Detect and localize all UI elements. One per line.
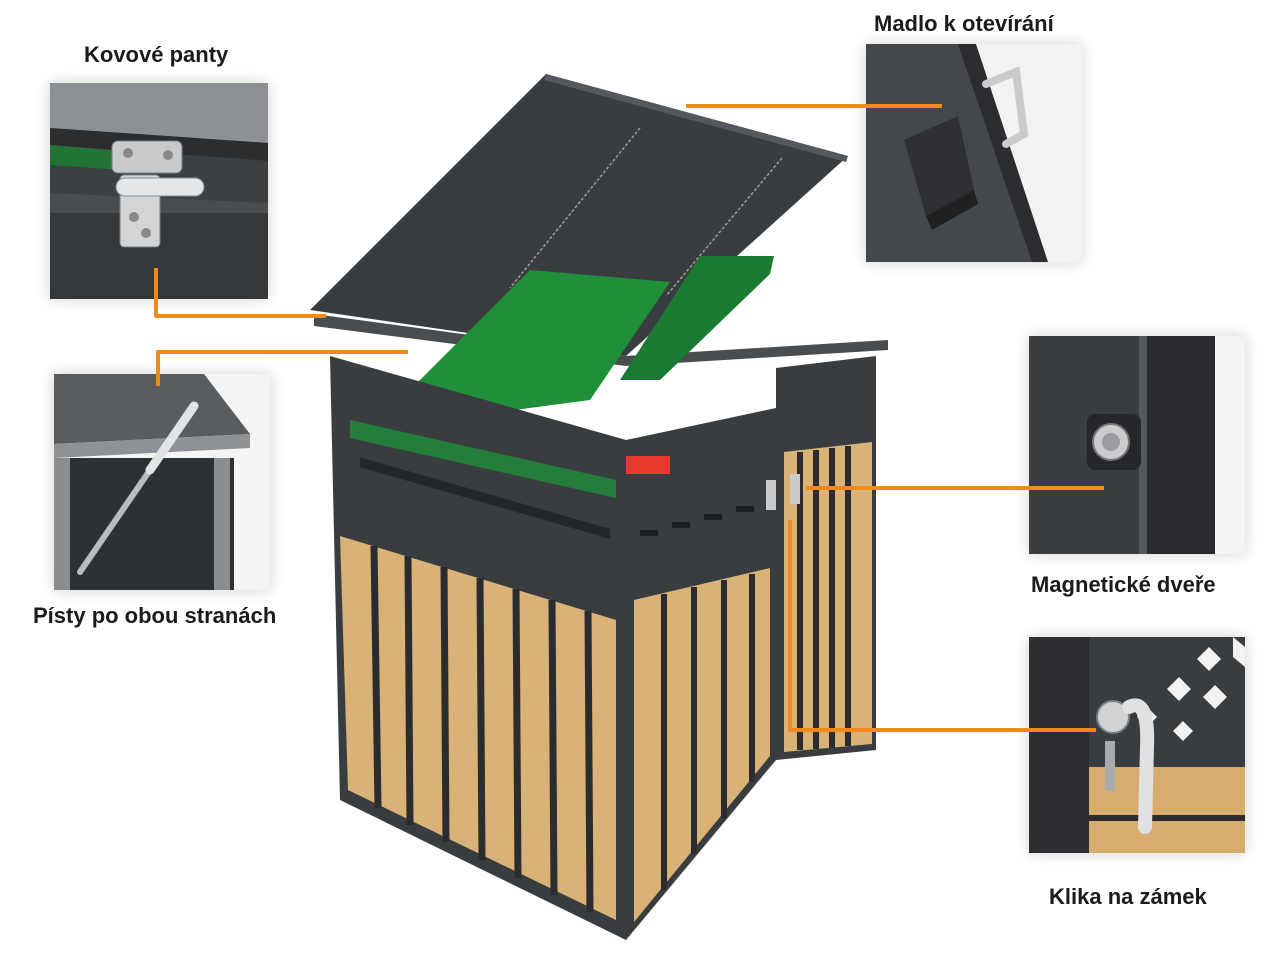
label-magnetic-doors: Magnetické dveře xyxy=(1031,572,1216,597)
detail-hinges-image xyxy=(50,83,268,299)
detail-magnetic-doors-image xyxy=(1029,336,1245,554)
label-pistons: Písty po obou stranách xyxy=(33,603,277,628)
label-lock-handle: Klika na zámek xyxy=(1049,884,1207,909)
label-hinges: Kovové panty xyxy=(84,42,229,67)
detail-lock-handle-image xyxy=(1029,637,1245,853)
green-lid-left xyxy=(400,270,670,420)
label-handle: Madlo k otevírání xyxy=(874,11,1054,36)
detail-pistons-image xyxy=(54,374,270,590)
lid xyxy=(310,74,848,356)
detail-handle-image xyxy=(866,44,1082,262)
bin-shelter-illustration xyxy=(300,60,900,960)
green-lid-right xyxy=(620,256,774,380)
door-latch xyxy=(766,480,776,510)
